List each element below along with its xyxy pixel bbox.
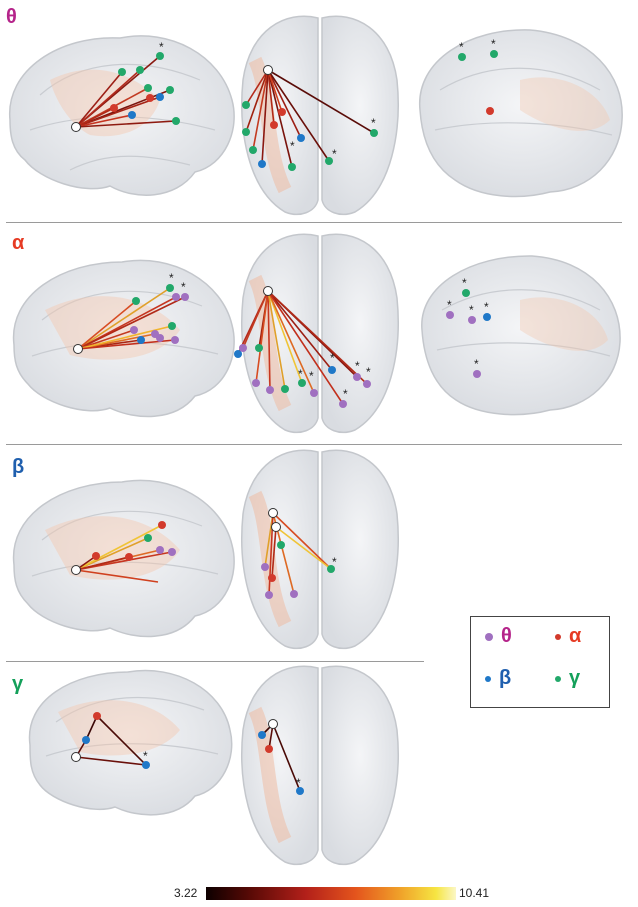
svg-text:*: * xyxy=(290,139,295,153)
beta-top-view-brain: * xyxy=(241,449,399,650)
svg-text:*: * xyxy=(343,387,348,401)
colorbar-gradient xyxy=(206,887,456,900)
colorbar-max-label: 10.41 xyxy=(459,886,490,900)
svg-text:*: * xyxy=(447,298,452,312)
legend-item-beta: β xyxy=(485,667,511,690)
legend-dot-theta xyxy=(485,632,493,641)
legend-label-gamma: γ xyxy=(569,667,581,689)
legend-item-gamma: γ xyxy=(555,667,580,690)
beta-lateral-left-brain xyxy=(12,479,235,638)
legend-dot-gamma xyxy=(555,675,561,682)
band-label-theta: θ xyxy=(6,6,17,28)
theta-lateral-right-brain: * * xyxy=(419,29,623,198)
divider-theta-alpha xyxy=(6,222,622,223)
gamma-top-view-brain: * xyxy=(241,665,399,866)
band-label-beta: β xyxy=(12,456,25,478)
alpha-top-view-brain: * * * * * * xyxy=(234,233,399,434)
band-label-gamma: γ xyxy=(12,673,24,695)
theta-top-view-brain: * * * xyxy=(241,15,399,216)
legend-item-theta: θ xyxy=(485,625,512,648)
legend-label-beta: β xyxy=(499,667,512,689)
svg-text:*: * xyxy=(332,555,337,569)
colorbar: 3.22 10.41 xyxy=(0,884,638,904)
svg-text:*: * xyxy=(181,280,186,294)
band-label-alpha: α xyxy=(12,232,25,254)
legend-item-alpha: α xyxy=(555,625,581,648)
svg-text:*: * xyxy=(169,271,174,285)
svg-text:*: * xyxy=(298,367,303,381)
theta-lateral-left-brain: * xyxy=(9,35,235,196)
svg-text:*: * xyxy=(366,365,371,379)
legend-dot-beta xyxy=(485,675,491,682)
svg-text:*: * xyxy=(332,147,337,161)
band-legend: θ α β γ xyxy=(470,616,610,708)
svg-text:*: * xyxy=(309,369,314,383)
svg-text:*: * xyxy=(462,276,467,290)
gamma-lateral-left-brain: * xyxy=(28,669,233,816)
svg-text:*: * xyxy=(469,303,474,317)
colorbar-min-label: 3.22 xyxy=(174,886,198,900)
svg-text:*: * xyxy=(296,776,301,790)
legend-label-theta: θ xyxy=(501,625,512,647)
divider-beta-gamma xyxy=(6,661,424,662)
legend-dot-alpha xyxy=(555,633,561,640)
svg-text:*: * xyxy=(355,359,360,373)
svg-text:*: * xyxy=(484,300,489,314)
svg-text:*: * xyxy=(330,351,335,365)
svg-text:*: * xyxy=(143,749,148,763)
alpha-lateral-right-brain: * * * * * xyxy=(421,255,621,416)
svg-text:*: * xyxy=(459,40,464,54)
svg-text:*: * xyxy=(491,37,496,51)
svg-text:*: * xyxy=(371,116,376,130)
svg-text:*: * xyxy=(159,40,164,54)
alpha-lateral-left-brain: * * xyxy=(12,259,235,418)
legend-label-alpha: α xyxy=(569,625,582,647)
divider-alpha-beta xyxy=(6,444,622,445)
svg-text:*: * xyxy=(474,357,479,371)
